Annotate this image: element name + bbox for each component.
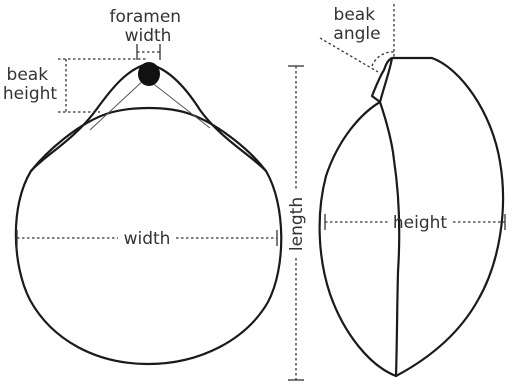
lateral-shell-outline [318,56,505,378]
beak-angle-measure [319,4,395,73]
dorsal-view: foramen width beak height width [3,7,283,366]
lateral-commissure-line [378,56,401,378]
foramen-label-line2: width [125,26,172,46]
height-measure [324,214,506,230]
foramen-width-measure [136,44,161,60]
beak-angle-label-line1: beak [334,5,376,25]
beak-height-label: beak height [3,65,58,104]
width-measure [16,230,278,246]
beak-height-measure [58,58,146,113]
beak-angle-label: beak angle [333,5,380,44]
beak-height-label-line1: beak [7,65,49,85]
foramen-label-line1: foramen [110,7,182,27]
dorsal-hinge-arc [29,106,268,173]
beak-angle-label-line2: angle [333,24,380,44]
width-label: width [124,229,171,249]
length-label: length [287,197,307,251]
length-measure [288,65,304,381]
beak-height-label-line2: height [3,84,58,104]
foramen-width-label: foramen width [110,7,187,46]
dorsal-shell-outline [14,62,283,366]
foramen [138,62,160,86]
lateral-view: beak angle height length [287,4,506,381]
height-label: height [393,213,448,233]
